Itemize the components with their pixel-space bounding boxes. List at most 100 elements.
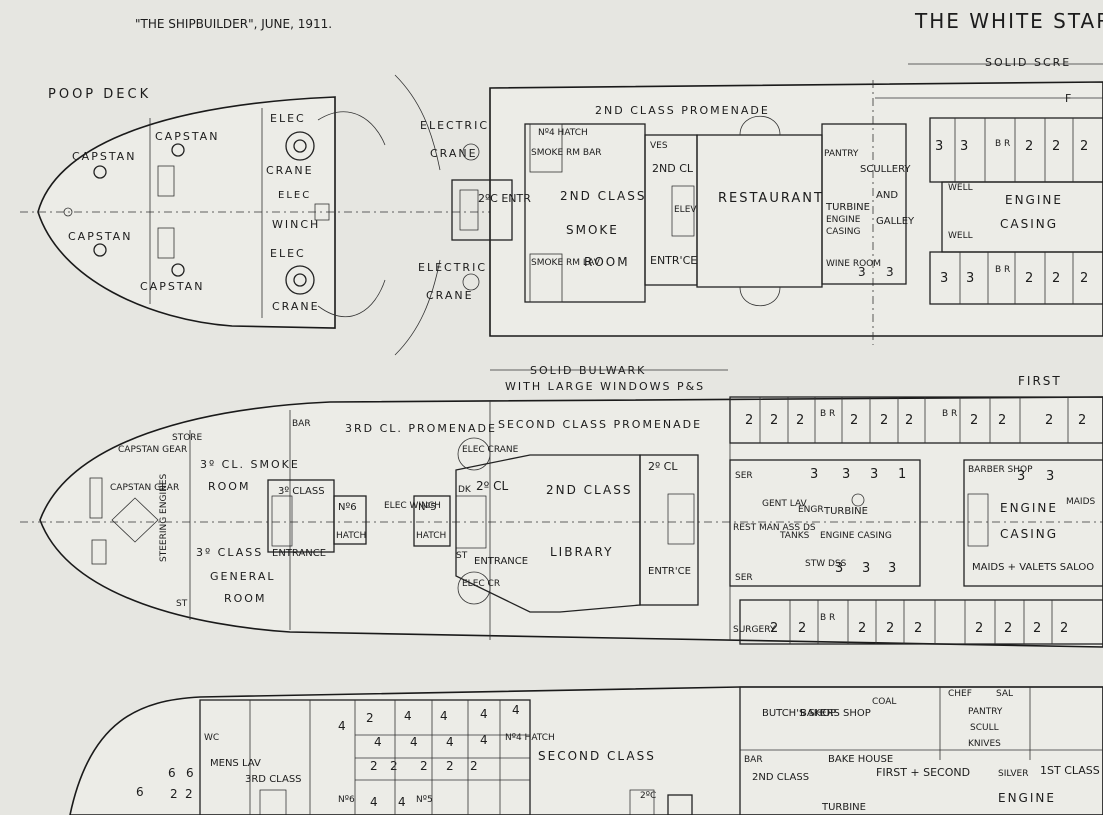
cabin-number: 3 (862, 561, 870, 576)
cabin-number: 1 (898, 467, 906, 482)
cabin-number: 3 (935, 139, 943, 154)
st-label: ST (456, 551, 468, 561)
wine-room-label: WINE ROOM (826, 259, 881, 269)
room-label: ROOM (208, 480, 250, 493)
f-label: F (1065, 92, 1071, 105)
capstan-label: CAPSTAN (68, 230, 132, 243)
cl2-label: 2ºC (640, 791, 656, 801)
coal-label: COAL (872, 697, 896, 707)
cabin-number: 6 (186, 766, 194, 780)
library-label: LIBRARY (550, 545, 613, 559)
shelter-deck: SOLID BULWARK WITH LARGE WINDOWS P&S FIR… (20, 364, 1103, 648)
smoke-room-label: 3º CL. SMOKE (200, 458, 300, 471)
pantry-label: PANTRY (968, 707, 1003, 717)
cabin-number: 2 (880, 413, 888, 428)
cabin-number: 2 (1033, 621, 1041, 636)
engine-casing-label: ENGINE CASING (820, 531, 892, 541)
cabin-number: 2 (858, 621, 866, 636)
and-label: AND (876, 190, 898, 201)
source-caption: "THE SHIPBUILDER", JUNE, 1911. (135, 17, 332, 31)
bay-arc (739, 286, 781, 307)
cabin-number: 2 (1080, 139, 1088, 154)
crane-swing-arc (394, 259, 441, 356)
engine-casing-block (963, 459, 1103, 587)
casing-label: CASING (1000, 527, 1058, 541)
engine-label: ENGINE (826, 215, 861, 225)
entrance-label: ENTRANCE (474, 556, 528, 567)
crane-icon (457, 437, 491, 471)
library-room (455, 454, 641, 613)
capstan-icon (171, 143, 185, 157)
capstan-gear-label: CAPSTAN GEAR (118, 445, 187, 455)
elec-cr-label: ELEC CR (462, 579, 500, 589)
first-second-label: FIRST + SECOND (876, 766, 970, 779)
cabin-number: 3 (966, 271, 974, 286)
capstan-label: CAPSTAN (155, 130, 219, 143)
well-label: WELL (948, 231, 973, 241)
cabin-number: 3 (858, 265, 866, 279)
smoke-rm-lav-label: SMOKE RM LAV (531, 258, 601, 268)
casing-label: CASING (826, 227, 861, 237)
br-label: B R (820, 613, 835, 623)
mens-lav-label: MENS LAV (210, 758, 261, 769)
smoke-label: SMOKE (566, 223, 619, 237)
ser-label: SER (735, 573, 753, 583)
room-label: ROOM (584, 255, 630, 269)
cabin-number: 2 (770, 413, 778, 428)
entrce-label: ENTR'CE (650, 254, 697, 267)
first-class-label: 1ST CLASS (1040, 764, 1100, 777)
bar-label: BAR (744, 755, 763, 765)
dk-label: DK (458, 485, 472, 495)
vest-label: VES (650, 141, 668, 151)
wheel-icon (851, 493, 865, 507)
elec-crane-label: ELEC CRANE (462, 445, 519, 455)
crane-swing-arc (317, 279, 386, 317)
cabin-number: 4 (480, 733, 488, 747)
hatch-label: HATCH (416, 531, 446, 541)
fitting-outline (157, 165, 175, 197)
cl2-label: 2º CL (648, 460, 678, 473)
second-class-label: SECOND CLASS (538, 749, 656, 763)
hatch-label: HATCH (336, 531, 366, 541)
cabin-number: 2 (796, 413, 804, 428)
lower-deck: 2 4 4 4 4 4 4 4 4 4 2 2 2 2 2 6 6 2 2 4 … (69, 686, 1103, 815)
cabin-number: 2 (470, 759, 478, 773)
room-label: ROOM (224, 592, 266, 605)
deck-outline (489, 81, 1103, 337)
entrance-label: ENTRANCE (272, 548, 326, 559)
cabin-number: 2 (390, 759, 398, 773)
electric-crane-label: CRANE (426, 289, 474, 302)
cabin-number: 2 (1004, 621, 1012, 636)
elec-label: ELEC (270, 112, 306, 125)
capstan-outline (89, 477, 103, 519)
cabin-number: 2 (905, 413, 913, 428)
hatch-label: Nº4 HATCH (538, 128, 588, 138)
elec-winch-label: ELEC WINCH (384, 501, 441, 511)
st-label: ST (176, 599, 188, 609)
cabin-dividers (759, 397, 1069, 644)
tanks-label: TANKS (779, 531, 810, 541)
cabin-number: 2 (370, 759, 378, 773)
cabin-number: 2 (1078, 413, 1086, 428)
maids-label: MAIDS (1066, 497, 1096, 507)
cabin-number-row-upper: 2 2 2 2 2 2 2 2 2 2 (745, 413, 1086, 428)
cabin-number: 2 (366, 711, 374, 725)
stw-dss-label: STW DSS (805, 559, 847, 569)
deck-outline (69, 686, 1103, 815)
cabin-number: 4 (480, 707, 488, 721)
restaurant-label: RESTAURANT (718, 191, 824, 206)
cabin-number: 3 (810, 467, 818, 482)
cabin-number: 2 (975, 621, 983, 636)
stair-icon (671, 185, 695, 237)
well-label: WELL (948, 183, 973, 193)
lav-room (529, 253, 563, 303)
cabin-number-row-lower: 3 3 2 2 2 (940, 271, 1088, 286)
capstan-icon (93, 243, 107, 257)
cabin-number: 2 (1052, 139, 1060, 154)
engine-label: ENGINE (998, 791, 1056, 805)
steering-gear-outline (111, 497, 159, 543)
br-label: B R (942, 409, 957, 419)
cabin-number: 3 (870, 467, 878, 482)
engine-label: ENGINE (1000, 501, 1058, 515)
